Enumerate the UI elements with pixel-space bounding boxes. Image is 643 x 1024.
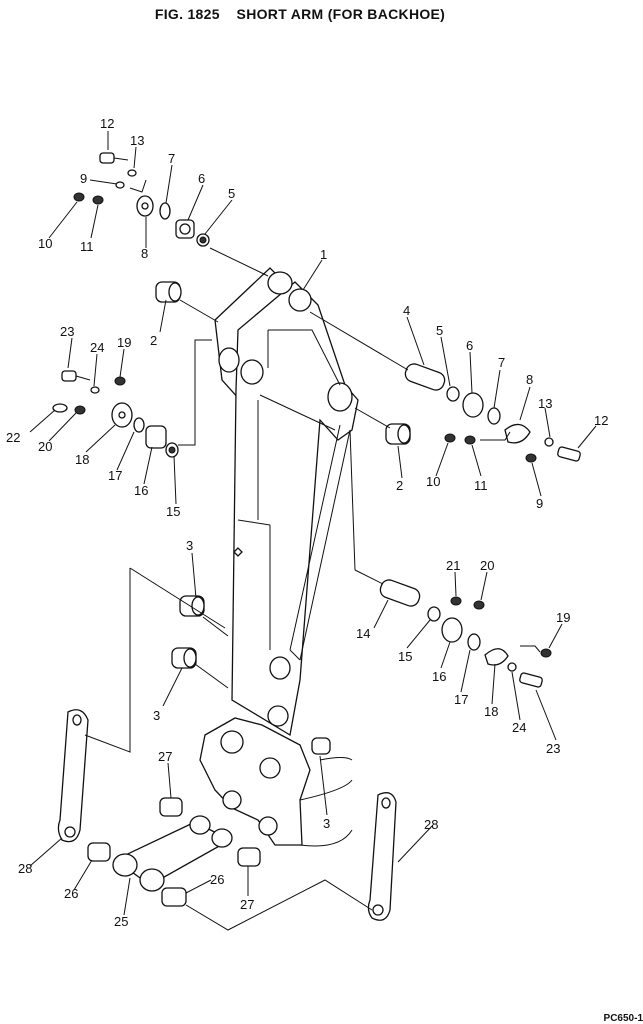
parts: [52, 152, 581, 921]
callout-label: 21: [446, 558, 460, 573]
callout-label: 24: [90, 340, 104, 355]
callout-labels: 12 13 7 6 5 9 10 11 8 1 2 4 5 6 7 8 13 1…: [6, 116, 608, 929]
callout-label: 25: [114, 914, 128, 929]
callout-label: 27: [158, 749, 172, 764]
callout-label: 9: [536, 496, 543, 511]
callout-label: 12: [594, 413, 608, 428]
callout-label: 11: [80, 239, 94, 254]
callout-label: 28: [18, 861, 32, 876]
footer-code: PC650-1: [603, 1013, 643, 1024]
callout-label: 6: [466, 338, 473, 353]
callout-label: 2: [396, 478, 403, 493]
callout-label: 14: [356, 626, 370, 641]
callout-label: 19: [117, 335, 131, 350]
callout-label: 15: [166, 504, 180, 519]
callout-label: 1: [320, 247, 327, 262]
callout-label: 11: [474, 478, 488, 493]
callout-label: 2: [150, 333, 157, 348]
callout-label: 7: [498, 355, 505, 370]
callout-label: 4: [403, 303, 410, 318]
callout-label: 28: [424, 817, 438, 832]
callout-label: 10: [38, 236, 52, 251]
callout-label: 13: [538, 396, 552, 411]
callout-label: 5: [436, 323, 443, 338]
callout-label: 15: [398, 649, 412, 664]
callout-label: 3: [186, 538, 193, 553]
callout-label: 12: [100, 116, 114, 131]
arm-body: [199, 267, 359, 847]
callout-label: 13: [130, 133, 144, 148]
callout-label: 26: [64, 886, 78, 901]
callout-label: 5: [228, 186, 235, 201]
callout-label: 20: [480, 558, 494, 573]
callout-label: 26: [210, 872, 224, 887]
callout-label: 18: [484, 704, 498, 719]
page-title: FIG. 1825 SHORT ARM (FOR BACKHOE): [154, 6, 446, 22]
leader-lines: [29, 131, 597, 931]
callout-label: 23: [546, 741, 560, 756]
callout-label: 16: [134, 483, 148, 498]
callout-label: 24: [512, 720, 526, 735]
callout-label: 23: [60, 324, 74, 339]
callout-label: 16: [432, 669, 446, 684]
callout-label: 20: [38, 439, 52, 454]
callout-label: 19: [556, 610, 570, 625]
callout-label: 8: [141, 246, 148, 261]
callout-label: 27: [240, 897, 254, 912]
callout-label: 17: [454, 692, 468, 707]
callout-label: 3: [153, 708, 160, 723]
callout-label: 7: [168, 151, 175, 166]
callout-label: 22: [6, 430, 20, 445]
callout-label: 3: [323, 816, 330, 831]
callout-label: 9: [80, 171, 87, 186]
callout-label: 10: [426, 474, 440, 489]
callout-label: 18: [75, 452, 89, 467]
callout-label: 6: [198, 171, 205, 186]
callout-label: 8: [526, 372, 533, 387]
callout-label: 17: [108, 468, 122, 483]
